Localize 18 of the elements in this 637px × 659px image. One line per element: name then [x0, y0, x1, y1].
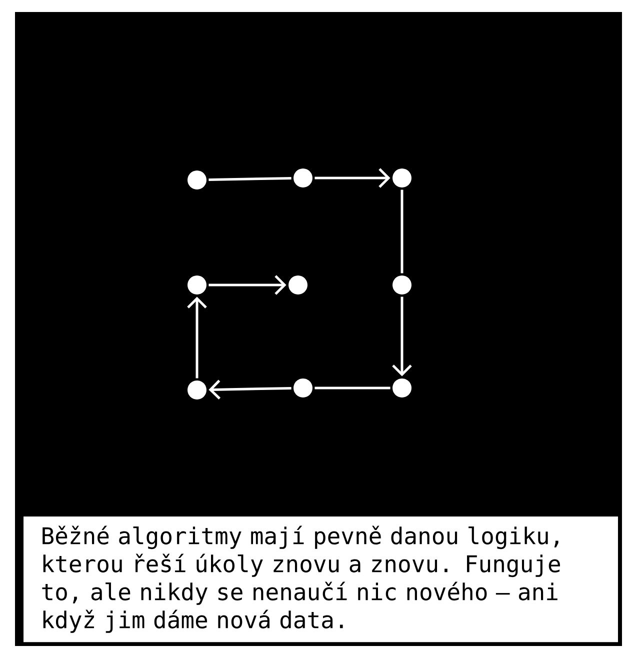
arrow: [208, 380, 292, 400]
dot: [294, 378, 312, 398]
dot: [188, 276, 206, 294]
dot: [294, 168, 312, 188]
arrow: [208, 275, 286, 295]
caption-box: Běžné algoritmy mají pevně danou logiku, kterou řeší úkoly znovu a znovu. Funguje to, ale nikdy se nenaučí nic nového – ani když jim dáme nová data.: [22, 515, 620, 644]
line: [208, 176, 292, 182]
arrow: [187, 296, 207, 378]
dot: [392, 378, 412, 398]
arrow: [314, 168, 390, 188]
dot: [188, 380, 206, 400]
dot: [188, 170, 206, 190]
dot: [392, 276, 412, 294]
dot: [392, 168, 412, 188]
line: [400, 190, 404, 274]
dot: [288, 276, 308, 294]
line: [314, 386, 390, 390]
arrow: [392, 296, 412, 376]
